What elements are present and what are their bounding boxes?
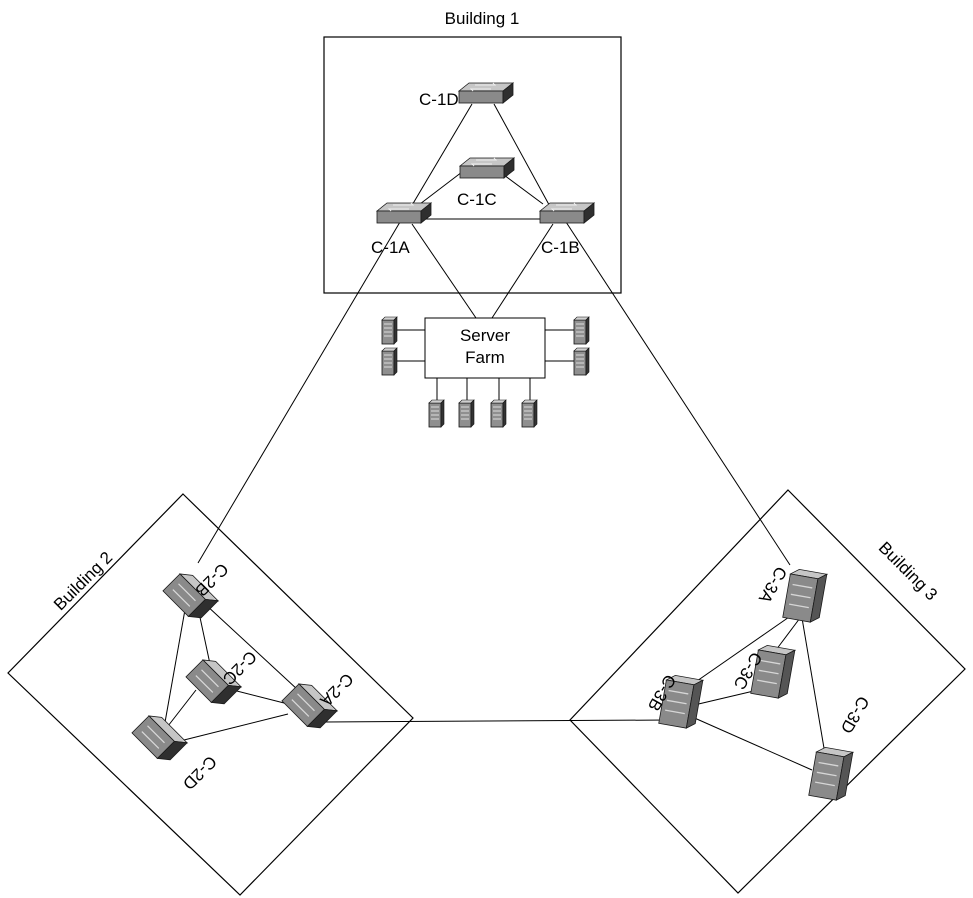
building-2-title: Building 2 bbox=[50, 548, 116, 614]
server-farm-line-2: Farm bbox=[465, 348, 505, 367]
label-c1d: C-1D bbox=[419, 90, 459, 109]
link-c1b-farm bbox=[491, 223, 554, 319]
label-c1c: C-1C bbox=[457, 190, 497, 209]
link-c2b-c2d bbox=[163, 603, 187, 729]
link-c3b-c3d bbox=[689, 715, 813, 771]
link-c3b-c3c bbox=[689, 689, 759, 707]
switch-icon bbox=[131, 709, 188, 767]
switch-icon bbox=[459, 157, 515, 179]
building-1-title: Building 1 bbox=[445, 9, 520, 28]
label-c3d: C-3D bbox=[837, 693, 873, 737]
link-c3a-c3d bbox=[801, 617, 827, 761]
server-farm-box bbox=[424, 317, 546, 379]
label-c2d: C-2D bbox=[179, 752, 220, 793]
switch-icon bbox=[808, 745, 854, 803]
switch-c1c bbox=[459, 157, 515, 179]
switch-c1b bbox=[539, 202, 595, 224]
switch-icon bbox=[376, 202, 432, 224]
label-c3a: C-3A bbox=[755, 563, 791, 607]
link-c1a-c2b bbox=[197, 221, 401, 564]
link-c1a-farm bbox=[411, 223, 477, 319]
link-c2d-c2a bbox=[175, 713, 289, 743]
building-3-title: Building 3 bbox=[875, 538, 941, 604]
label-c1b: C-1B bbox=[541, 238, 580, 257]
link-c1c-c1b bbox=[499, 171, 544, 205]
link-c3a-c3c bbox=[775, 617, 801, 651]
server-icon bbox=[573, 347, 590, 376]
link-c1d-c1b bbox=[493, 103, 554, 213]
label-c1a: C-1A bbox=[371, 238, 410, 257]
switch-c1a bbox=[376, 202, 432, 224]
switch-c2d bbox=[131, 709, 188, 767]
link-c2c-c2d bbox=[167, 689, 197, 727]
building-3-box bbox=[569, 489, 966, 894]
link-c2a-c3b bbox=[324, 719, 669, 723]
server-icon bbox=[490, 399, 507, 428]
building-1-box bbox=[323, 36, 622, 294]
switch-c1d bbox=[458, 82, 514, 104]
link-c1c-c1a bbox=[419, 171, 463, 205]
link-c1b-c3a bbox=[565, 221, 791, 566]
building-2-box bbox=[7, 493, 414, 896]
server-farm-line-1: Server bbox=[460, 326, 510, 345]
server-icon bbox=[381, 316, 398, 345]
switch-icon bbox=[458, 82, 514, 104]
server-farm: Server Farm bbox=[381, 316, 590, 428]
link-c3a-c3b bbox=[683, 614, 793, 691]
link-c2b-c2a bbox=[204, 603, 299, 691]
server-icon bbox=[428, 399, 445, 428]
server-icon bbox=[381, 347, 398, 376]
server-icon bbox=[458, 399, 475, 428]
server-icon bbox=[521, 399, 538, 428]
link-c1d-c1a bbox=[407, 103, 473, 213]
server-icon bbox=[573, 316, 590, 345]
switch-icon bbox=[539, 202, 595, 224]
switch-c3d bbox=[808, 745, 854, 803]
